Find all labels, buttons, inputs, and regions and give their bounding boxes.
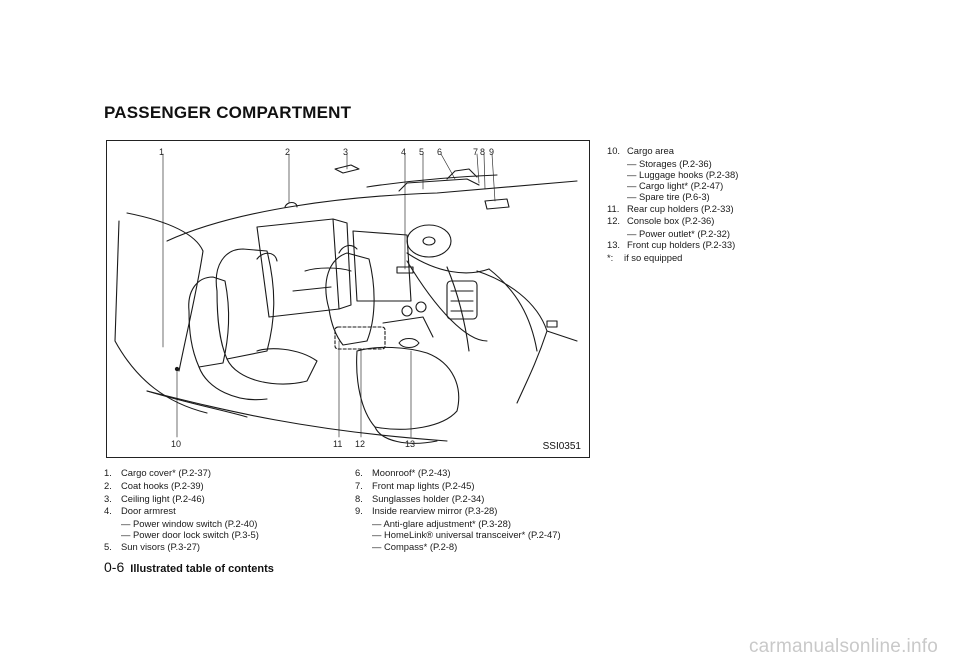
legend-item: 11. Rear cup holders (P.2-33)	[607, 203, 847, 214]
legend-subitem: — Power door lock switch (P.3-5)	[121, 529, 259, 541]
legend-item-text: Cargo cover* (P.2-37)	[121, 467, 211, 478]
callout-11: 11	[333, 439, 343, 449]
legend-item: 8. Sunglasses holder (P.2-34)	[355, 493, 595, 504]
callout-9: 9	[489, 147, 495, 157]
figure-code: SSI0351	[542, 441, 581, 452]
legend-item-text: Front map lights (P.2-45)	[372, 479, 475, 491]
legend-item-text: Console box (P.2-36)	[627, 215, 715, 227]
legend-column-right: 10. Cargo area— Storages (P.2-36)— Luggag…	[607, 145, 847, 265]
legend-item-text: Front cup holders (P.2-33)	[627, 239, 736, 251]
legend-subitem: — Storages (P.2-36)	[627, 157, 712, 169]
legend-item-number: 6.	[355, 467, 363, 478]
legend-item-text: Moonroof* (P.2-43)	[372, 467, 451, 478]
callout-3: 3	[343, 147, 349, 157]
callout-4: 4	[401, 147, 407, 157]
legend-item: 10. Cargo area	[607, 145, 847, 156]
legend-item: 1. Cargo cover* (P.2-37)	[104, 467, 344, 478]
callout-8: 8	[480, 147, 486, 157]
callout-7: 7	[473, 147, 479, 157]
legend-item-number: 8.	[355, 492, 363, 504]
legend-item: 2. Coat hooks (P.2-39)	[104, 480, 344, 491]
legend-column-left: 1. Cargo cover* (P.2-37) 2. Coat hooks (P.2…	[104, 467, 344, 553]
legend-subitem: — Luggage hooks (P.2-38)	[627, 169, 739, 180]
legend-item-text: Sunglasses holder (P.2-34)	[372, 492, 485, 504]
legend-item-text: Ceiling light (P.2-46)	[121, 492, 205, 504]
legend-item: *: if so equipped	[607, 252, 847, 263]
callout-6: 6	[437, 147, 443, 157]
legend-item-text: if so equipped	[624, 252, 683, 264]
legend-item-text: Coat hooks (P.2-39)	[121, 479, 204, 491]
legend-subitem: — Power window switch (P.2-40)	[121, 518, 258, 530]
callout-2: 2	[285, 147, 291, 157]
legend-item: 5. Sun visors (P.3-27)	[104, 541, 344, 552]
legend-item-text: Cargo area	[627, 145, 674, 156]
legend-item: 12. Console box (P.2-36)	[607, 215, 847, 226]
watermark: carmanualsonline.info	[748, 636, 938, 657]
legend-item: 6. Moonroof* (P.2-43)	[355, 467, 595, 478]
legend-item-text: Inside rearview mirror (P.3-28)	[372, 505, 498, 517]
interior-line-drawing	[114, 153, 578, 444]
legend-subitem: — Spare tire (P.6-3)	[627, 191, 710, 203]
legend-item-text: Door armrest	[121, 505, 176, 517]
legend-item-number: 10.	[607, 145, 621, 156]
legend-item-text: Sun visors (P.3-27)	[121, 540, 201, 552]
legend-column-middle: 6. Moonroof* (P.2-43) 7. Front map lights (…	[355, 467, 595, 552]
legend-item: 13. Front cup holders (P.2-33)	[607, 239, 847, 250]
legend-item: 4. Door armrest	[104, 505, 344, 516]
legend-item-number: 9.	[355, 505, 363, 517]
interior-illustration: 1 2 3 4 5 6 7 8 9 10 11 12 13 SSI0351	[106, 140, 590, 458]
legend-item-number: 13.	[607, 239, 621, 251]
legend-item-number: 2.	[104, 479, 112, 491]
legend-subitem: — Anti-glare adjustment* (P.3-28)	[372, 518, 511, 530]
legend-item-number: 7.	[355, 479, 363, 491]
legend-subitem: — Power outlet* (P.2-32)	[627, 228, 730, 240]
callout-10: 10	[171, 439, 182, 449]
legend-item-number: 1.	[104, 467, 112, 478]
legend-item-number: 11.	[607, 202, 620, 214]
legend-subitem: — HomeLink® universal transceiver* (P.2-…	[372, 529, 561, 541]
callout-12: 12	[355, 439, 366, 449]
legend-item-text: Rear cup holders (P.2-33)	[627, 202, 734, 214]
page-number: 0-6	[104, 559, 125, 575]
legend-subitem: — Cargo light* (P.2-47)	[627, 180, 724, 192]
legend-item-number: *:	[607, 252, 614, 264]
callout-13: 13	[405, 439, 416, 449]
callout-5: 5	[419, 147, 425, 157]
callout-1: 1	[159, 147, 165, 157]
legend-item-number: 3.	[104, 492, 112, 504]
legend-item: 7. Front map lights (P.2-45)	[355, 480, 595, 491]
legend-item-number: 4.	[104, 505, 112, 517]
footer-section-title: Illustrated table of contents	[130, 563, 274, 575]
page-footer: 0-6 Illustrated table of contents	[104, 559, 274, 575]
section-heading: PASSENGER COMPARTMENT	[104, 103, 352, 122]
legend-item-number: 5.	[104, 540, 112, 552]
legend-item: 9. Inside rearview mirror (P.3-28)	[355, 505, 595, 516]
legend-subitem: — Compass* (P.2-8)	[372, 540, 458, 552]
legend-item: 3. Ceiling light (P.2-46)	[104, 493, 344, 504]
legend-item-number: 12.	[607, 215, 621, 227]
